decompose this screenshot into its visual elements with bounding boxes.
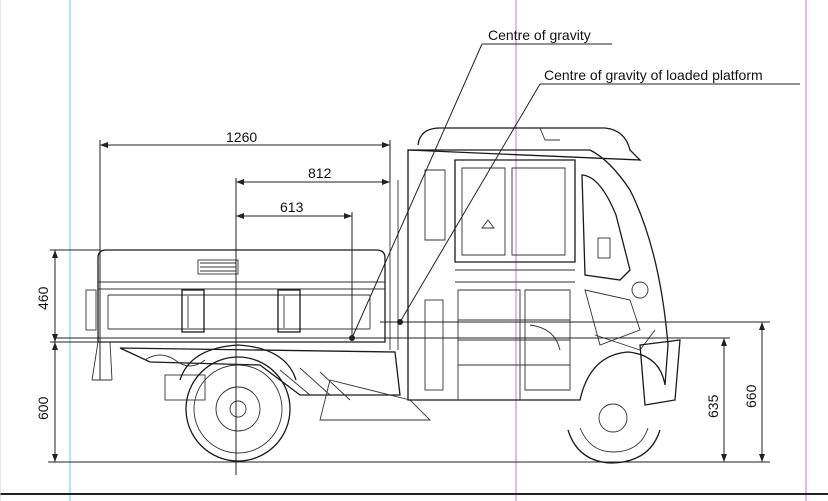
cab <box>407 127 681 406</box>
dim-right-verticals <box>55 321 770 462</box>
rear-wheel <box>179 344 297 462</box>
dim-label-812: 812 <box>308 165 332 181</box>
annotation-leaders <box>349 43 800 341</box>
dim-cg <box>236 212 353 340</box>
cargo-platform <box>85 249 386 381</box>
dim-label-660: 660 <box>743 384 759 408</box>
dim-label-460: 460 <box>35 286 51 310</box>
dim-label-635: 635 <box>705 394 721 418</box>
front-wheel <box>567 403 661 464</box>
dim-platform-length <box>99 140 391 380</box>
dim-label-600: 600 <box>35 396 51 420</box>
label-centre-of-gravity-loaded: Centre of gravity of loaded platform <box>544 67 763 83</box>
dim-left-verticals <box>50 249 110 462</box>
dim-cg-loaded <box>235 178 390 475</box>
label-centre-of-gravity: Centre of gravity <box>488 27 591 43</box>
dim-label-613: 613 <box>280 199 304 215</box>
dim-label-1260: 1260 <box>226 129 257 145</box>
